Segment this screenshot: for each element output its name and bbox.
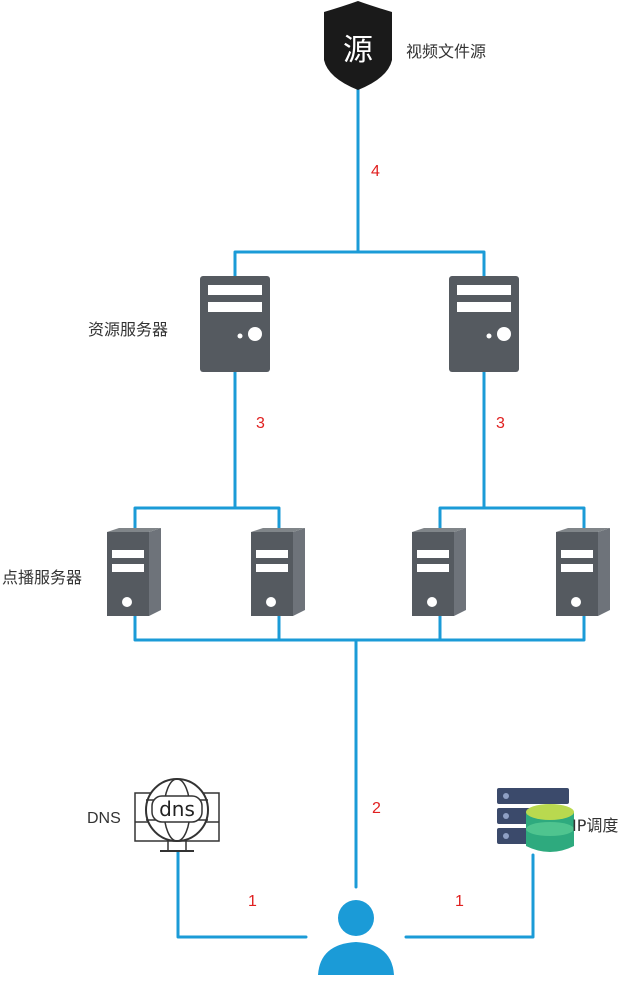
dns-globe-monitor-icon: dns (134, 778, 220, 852)
ip-dispatch-label: IP调度 (572, 816, 619, 835)
vod-right-fork-line (438, 506, 586, 530)
connector-lines (133, 86, 586, 939)
step-number: 3 (256, 415, 265, 432)
dns-glyph: dns (159, 797, 195, 821)
rack-server-icon (107, 528, 161, 616)
vod-bottom-bus-line (133, 613, 586, 642)
tower-server-icon (200, 276, 270, 372)
rack-server-icon (412, 528, 466, 616)
client-dns-line (176, 838, 308, 939)
resource-bus-line (233, 250, 486, 280)
shield-source-icon: 源 (324, 1, 392, 90)
resource-server-label: 资源服务器 (88, 320, 169, 339)
user-icon (318, 900, 394, 975)
client-ip-line (404, 853, 535, 939)
rack-server-icon (556, 528, 610, 616)
vod-server-label: 点播服务器 (2, 568, 83, 587)
tower-server-icon (449, 276, 519, 372)
step-number: 2 (372, 800, 381, 817)
step-number: 3 (496, 415, 505, 432)
step-number: 1 (455, 893, 464, 910)
vod-left-fork-line (133, 506, 281, 530)
step-number: 4 (371, 163, 380, 180)
rack-server-icon (251, 528, 305, 616)
source-glyph: 源 (343, 33, 373, 68)
step-number: 1 (248, 893, 257, 910)
source-label: 视频文件源 (406, 42, 487, 61)
dns-label: DNS (87, 810, 121, 827)
database-server-icon (497, 788, 574, 852)
